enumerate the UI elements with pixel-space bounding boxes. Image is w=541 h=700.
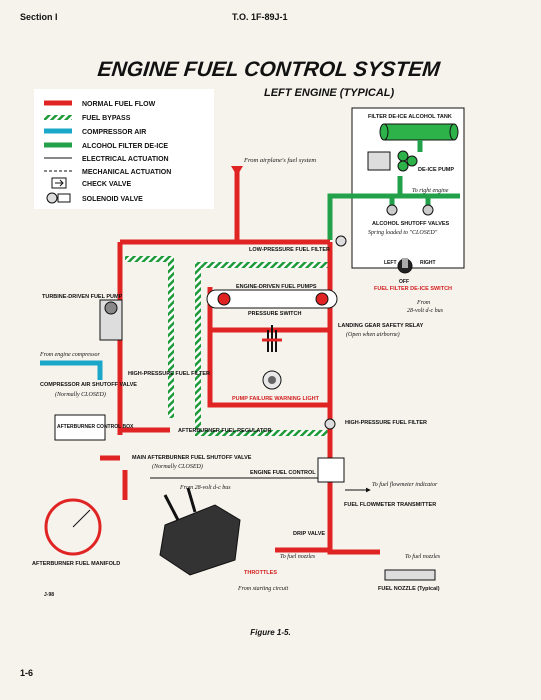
legend-normal-fuel: NORMAL FUEL FLOW bbox=[44, 100, 156, 108]
normal-fuel-lines bbox=[100, 170, 380, 555]
section-label: Section I bbox=[20, 12, 58, 22]
deice-tank-label: FILTER DE-ICE ALCOHOL TANK bbox=[368, 114, 452, 120]
alcohol-shutoff-label: ALCOHOL SHUTOFF VALVES bbox=[372, 221, 450, 227]
pump-failure-light bbox=[262, 370, 282, 390]
to-fuel-nozzles-left-label: To fuel nozzles bbox=[280, 553, 316, 560]
throttle-quadrant bbox=[159, 487, 241, 576]
throttles-label: THROTTLES bbox=[244, 570, 277, 576]
legend-check-valve: CHECK VALVE bbox=[51, 177, 131, 189]
fuel-bypass-lines bbox=[125, 256, 331, 436]
landing-gear-relay-label: LANDING GEAR SAFETY RELAY bbox=[338, 323, 424, 329]
pump-failure-light-label: PUMP FAILURE WARNING LIGHT bbox=[232, 396, 320, 402]
legend-alcohol-deice: ALCOHOL FILTER DE-ICE bbox=[44, 142, 168, 150]
svg-text:COMPRESSOR AIR: COMPRESSOR AIR bbox=[82, 129, 146, 136]
afterburner-regulator-label: AFTERBURNER FUEL REGULATOR bbox=[178, 428, 272, 434]
from-starting-circuit-label: From starting circuit bbox=[237, 586, 289, 592]
high-pressure-filter-right-label: HIGH-PRESSURE FUEL FILTER bbox=[345, 420, 427, 426]
engine-driven-pumps bbox=[206, 289, 338, 309]
deice-panel: FILTER DE-ICE ALCOHOL TANK DE-ICE PUMP T… bbox=[351, 107, 465, 269]
legend-fuel-bypass: FUEL BYPASS bbox=[44, 115, 131, 122]
svg-text:MECHANICAL ACTUATION: MECHANICAL ACTUATION bbox=[82, 169, 171, 176]
open-airborne-label: (Open when airborne) bbox=[346, 331, 400, 338]
main-ab-valve-label: MAIN AFTERBURNER FUEL SHUTOFF VALVE bbox=[132, 455, 252, 461]
svg-text:SOLENOID VALVE: SOLENOID VALVE bbox=[82, 196, 143, 203]
from-28v-right-label: From bbox=[416, 300, 431, 306]
filter-deice-switch[interactable] bbox=[397, 258, 413, 274]
afterburner-control-box bbox=[54, 414, 106, 441]
normally-closed-2-label: (Normally CLOSED) bbox=[152, 463, 203, 470]
legend-compressor-air: COMPRESSOR AIR bbox=[44, 128, 146, 136]
figure-caption: Figure 1-5. bbox=[250, 628, 291, 637]
engine-pumps-label: ENGINE-DRIVEN FUEL PUMPS bbox=[236, 284, 317, 290]
legend-mechanical: MECHANICAL ACTUATION bbox=[44, 169, 171, 176]
high-pressure-filter-left-label: HIGH-PRESSURE FUEL FILTER bbox=[128, 371, 210, 377]
flowmeter-transmitter-label: FUEL FLOWMETER TRANSMITTER bbox=[344, 502, 436, 508]
alcohol-shutoff-valves bbox=[386, 204, 434, 216]
deice-tank bbox=[383, 123, 455, 141]
document-number: T.O. 1F-89J-1 bbox=[232, 12, 288, 22]
from-28v-bus-label: From 28-volt d-c bus bbox=[179, 485, 231, 491]
spring-loaded-label: Spring loaded to "CLOSED" bbox=[368, 230, 438, 236]
deice-pump bbox=[367, 150, 418, 172]
afterburner-manifold bbox=[44, 498, 102, 556]
normally-closed-1-label: (Normally CLOSED) bbox=[55, 391, 106, 398]
to-fuel-nozzles-right-label: To fuel nozzles bbox=[405, 553, 441, 560]
switch-left-label: LEFT bbox=[384, 260, 397, 266]
turbine-driven-pump bbox=[99, 299, 123, 341]
diagram-subtitle: LEFT ENGINE (TYPICAL) bbox=[264, 87, 395, 99]
turbine-pump-label: TURBINE-DRIVEN FUEL PUMP bbox=[42, 294, 123, 300]
engine-fuel-control bbox=[317, 457, 345, 483]
switch-off-label: OFF bbox=[399, 279, 409, 285]
inlet-arrow-icon bbox=[231, 166, 243, 176]
svg-text:CHECK VALVE: CHECK VALVE bbox=[82, 181, 131, 188]
compressor-air-line bbox=[40, 360, 103, 380]
fuel-nozzle bbox=[384, 569, 436, 581]
pressure-switch-label: PRESSURE SWITCH bbox=[248, 311, 302, 317]
art-code: J-98 bbox=[44, 592, 54, 598]
engine-fuel-control-label: ENGINE FUEL CONTROL bbox=[250, 470, 316, 476]
svg-text:ALCOHOL FILTER DE-ICE: ALCOHOL FILTER DE-ICE bbox=[82, 143, 168, 150]
low-pressure-filter-icon bbox=[335, 235, 347, 247]
from-fuel-system-label: From airplane's fuel system bbox=[243, 157, 316, 164]
compressor-valve-label: COMPRESSOR AIR SHUTOFF VALVE bbox=[40, 382, 137, 388]
page-number: 1-6 bbox=[20, 668, 34, 678]
pressure-switch bbox=[262, 325, 282, 352]
svg-text:ELECTRICAL ACTUATION: ELECTRICAL ACTUATION bbox=[82, 156, 169, 163]
diagram-title: ENGINE FUEL CONTROL SYSTEM bbox=[96, 58, 441, 81]
deice-pump-label: DE-ICE PUMP bbox=[418, 167, 454, 173]
to-flowmeter-label: To fuel flowmeter indicator bbox=[372, 481, 438, 488]
legend: NORMAL FUEL FLOW FUEL BYPASS COMPRESSOR … bbox=[34, 89, 214, 209]
filter-deice-switch-label: FUEL FILTER DE-ICE SWITCH bbox=[374, 286, 452, 292]
low-pressure-filter-label: LOW-PRESSURE FUEL FILTER bbox=[249, 247, 330, 253]
afterburner-manifold-label: AFTERBURNER FUEL MANIFOLD bbox=[32, 561, 120, 567]
from-engine-compressor-label: From engine compressor bbox=[39, 352, 101, 358]
legend-solenoid-valve: SOLENOID VALVE bbox=[46, 192, 143, 204]
afterburner-box-label: AFTERBURNER CONTROL BOX bbox=[57, 424, 134, 430]
drip-valve-label: DRIP VALVE bbox=[293, 531, 325, 537]
fuel-nozzle-label: FUEL NOZZLE (Typical) bbox=[378, 586, 440, 592]
from-28v-right-label-2: 28-volt d-c bus bbox=[407, 308, 444, 314]
svg-text:NORMAL FUEL FLOW: NORMAL FUEL FLOW bbox=[82, 101, 156, 108]
switch-right-label: RIGHT bbox=[420, 260, 436, 266]
legend-electrical: ELECTRICAL ACTUATION bbox=[44, 156, 169, 163]
high-pressure-filter-right-icon bbox=[324, 418, 336, 430]
to-right-engine-label: To right engine bbox=[412, 188, 449, 194]
svg-text:FUEL BYPASS: FUEL BYPASS bbox=[82, 115, 131, 122]
